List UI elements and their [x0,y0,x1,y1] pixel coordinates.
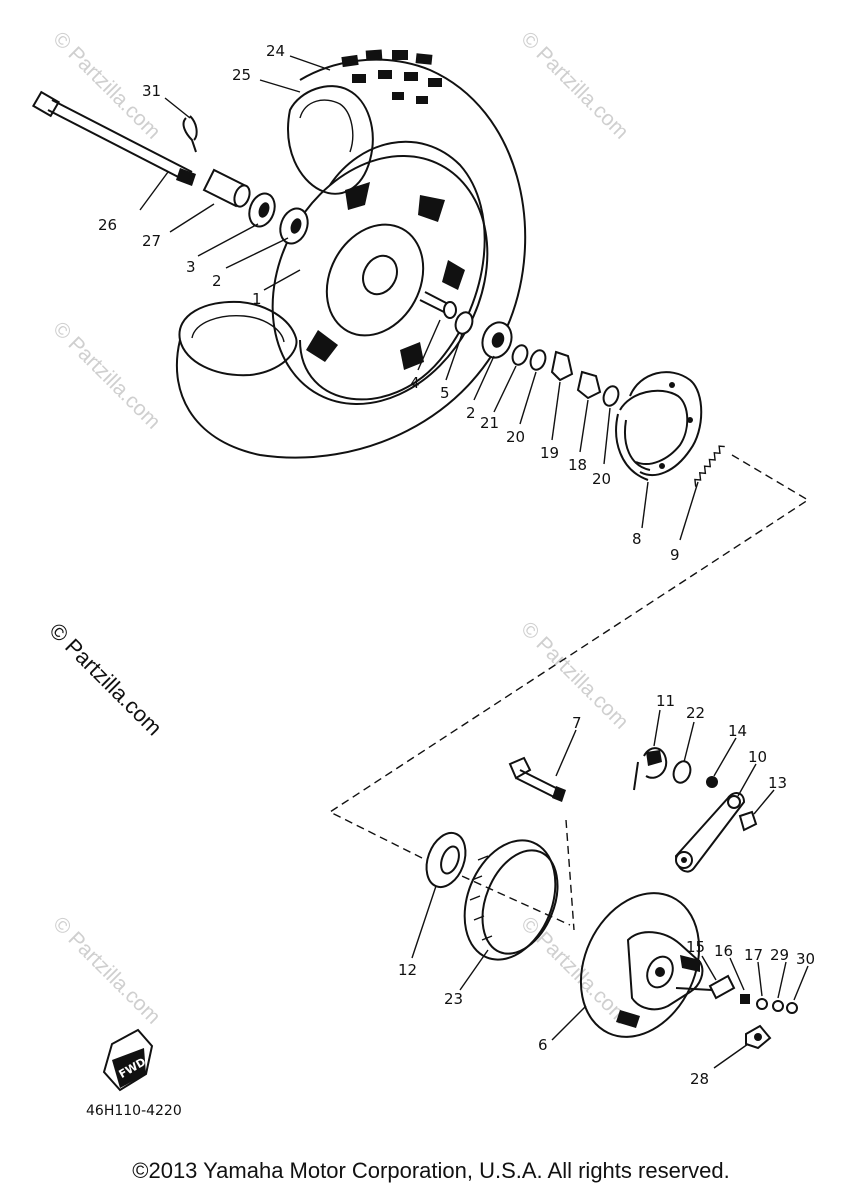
bearing-right-center [491,332,505,348]
rim-cutout-1 [345,182,370,210]
hub-bore [362,254,398,296]
wheel-assembly [175,49,527,459]
seal-21 [511,344,529,366]
washer-29 [772,1000,784,1012]
label-22: 22 [686,704,705,722]
label-21: 21 [480,414,499,432]
label-5: 5 [440,384,450,402]
label-20a: 20 [506,428,525,446]
oil-seal-12 [425,831,467,889]
label-27: 27 [142,232,161,250]
axle-shaft-top [51,99,193,173]
label-16: 16 [714,942,733,960]
label-3: 3 [186,258,196,276]
dust-ring-23 [463,839,559,961]
rim-cutout-2 [418,195,445,222]
washer-20b [602,385,620,407]
label-14: 14 [728,722,747,740]
label-4: 4 [410,374,420,392]
watermark-3: © Partzilla.com [48,317,164,433]
watermark-main: © Partzilla.com [44,618,167,741]
axle-shaft-bottom [47,109,189,183]
label-1: 1 [252,290,262,308]
spacer-end [443,301,457,319]
label-23: 23 [444,990,463,1008]
bolt-15 [708,974,736,1000]
label-18: 18 [568,456,587,474]
rim-cutout-4 [400,342,424,370]
leader-lines-bottom [411,709,809,1069]
brake-shoe [615,371,703,481]
label-11: 11 [656,692,675,710]
part-labels: 24 25 31 26 27 3 2 1 4 5 2 21 20 19 18 2… [98,42,815,1088]
collar-end [233,184,251,208]
label-26: 26 [98,216,117,234]
collar [202,168,251,208]
tire-inner-rim [299,140,486,401]
nut-16 [740,994,750,1004]
oil-seal-3-center [258,202,270,218]
tread-blocks [341,49,442,104]
tire-cutaway-upper [287,85,374,195]
label-24: 24 [266,42,285,60]
label-20b: 20 [592,470,611,488]
washer-20a [529,349,547,371]
rim-cutout-3 [306,330,338,362]
label-8: 8 [632,530,642,548]
washer-5 [454,311,474,335]
leader-lines-top [139,55,699,541]
fwd-arrow: FWD [102,1028,154,1092]
bolt-28 [745,1024,772,1050]
assembly-centerline [328,454,810,931]
rim-cutout-5 [442,260,465,290]
brake-shoe-outer [629,371,703,476]
label-6: 6 [538,1036,548,1054]
nut-18 [576,370,602,400]
label-25: 25 [232,66,251,84]
cotter-pin [182,115,198,153]
adjuster-parts [675,974,798,1014]
label-9: 9 [670,546,680,564]
label-29: 29 [770,946,789,964]
bearing-left-center [290,218,302,234]
label-30: 30 [796,950,815,968]
watermark-2: © Partzilla.com [516,27,632,143]
brake-camshaft [508,756,566,802]
axle-thread [176,168,196,186]
label-17: 17 [744,946,763,964]
axle [31,90,196,186]
washer-30 [786,1002,798,1014]
brake-panel [579,892,704,1038]
cam-lever [674,792,746,873]
lock-washer-19 [550,350,574,382]
label-31: 31 [142,82,161,100]
tire-cutaway-lower [178,300,298,377]
label-12: 12 [398,961,417,979]
label-7: 7 [572,714,582,732]
brake-panel-hub [626,931,704,1011]
label-2b: 2 [466,404,476,422]
watermark-5: © Partzilla.com [48,912,164,1028]
brake-spring [694,445,725,487]
hub-outer [325,223,425,337]
indicator-11 [633,747,668,791]
label-2a: 2 [212,272,222,290]
bolt-13 [738,810,758,832]
label-19: 19 [540,444,559,462]
washer-22 [672,760,692,784]
axle-head [31,90,61,118]
brake-shoe-inner [619,389,689,465]
label-13: 13 [768,774,787,792]
label-15: 15 [686,938,705,956]
copyright-notice: ©2013 Yamaha Motor Corporation, U.S.A. A… [132,1158,730,1183]
washer-17 [756,998,768,1010]
label-10: 10 [748,748,767,766]
label-28: 28 [690,1070,709,1088]
nut-14 [706,776,718,788]
diagram-code: 46H110-4220 [86,1103,182,1119]
tube-section [299,99,354,153]
tire-cutaway-lower-inner [191,315,285,343]
brake-shoe-lower [615,413,651,481]
